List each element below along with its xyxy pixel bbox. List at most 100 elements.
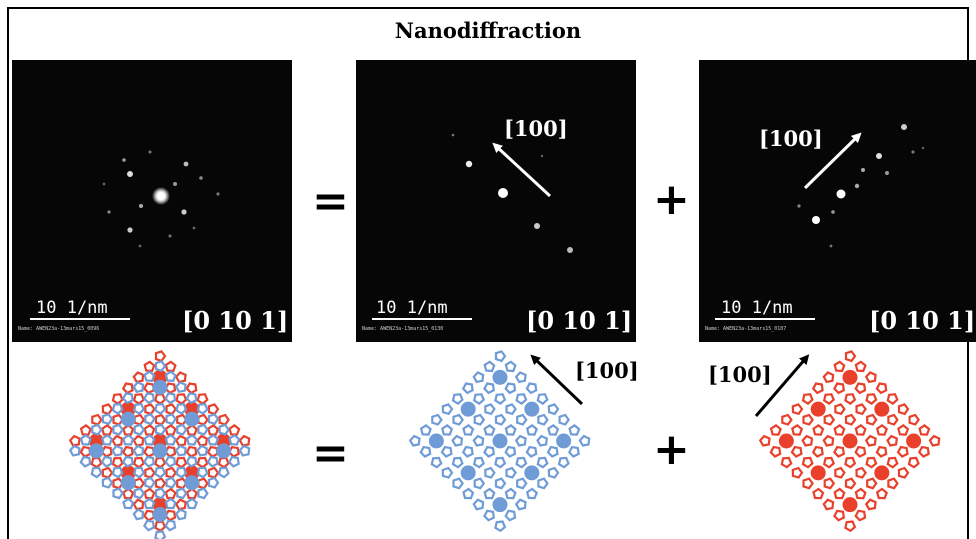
diffraction-spot: [885, 171, 889, 175]
atom-ring: [823, 413, 836, 426]
atom-site: [88, 443, 104, 459]
atom-ring: [101, 413, 114, 426]
atom-ring: [122, 433, 135, 446]
atom-ring: [154, 413, 167, 426]
atom-ring: [164, 433, 177, 446]
atom-ring: [112, 477, 124, 490]
atom-site: [842, 497, 858, 513]
atom-ring: [154, 466, 167, 479]
atom-ring: [121, 392, 134, 405]
atom-ring: [834, 466, 846, 479]
atom-ring: [122, 424, 135, 436]
diffraction-spot: [139, 204, 143, 208]
atom-ring: [483, 424, 496, 436]
atom-site: [492, 369, 508, 385]
atom-ring: [802, 477, 814, 490]
atom-ring: [928, 434, 941, 447]
atom-ring: [484, 466, 496, 479]
atom-ring: [897, 424, 910, 436]
atom-ring: [174, 444, 187, 457]
atom-ring: [90, 456, 103, 469]
atom-ring: [218, 423, 230, 436]
image-file-name: Name: AWEN23a-13mars15_0130: [362, 326, 444, 332]
atom-site: [842, 433, 858, 449]
atom-ring: [143, 370, 156, 383]
atom-ring: [217, 456, 230, 469]
atom-ring: [164, 519, 177, 532]
atom-ring: [525, 382, 538, 395]
atom-site: [524, 465, 540, 481]
atom-ring: [896, 445, 909, 458]
atom-ring: [812, 487, 825, 500]
atom-ring: [143, 424, 156, 436]
atom-ring: [218, 413, 230, 426]
atom-ring: [833, 424, 846, 436]
diffraction-pattern-variant-blue: [451, 133, 573, 253]
zone-axis-label: [0 10 1]: [869, 306, 976, 335]
diffraction-pattern-variant-red: [797, 124, 925, 248]
atom-ring: [207, 403, 220, 416]
atom-ring: [494, 477, 507, 490]
atom-ring: [473, 413, 486, 426]
atom-ring: [484, 403, 496, 416]
atom-ring: [111, 456, 124, 469]
atom-ring: [164, 370, 177, 383]
atom-ring: [143, 509, 155, 522]
atom-ring: [197, 487, 209, 500]
central-beam-spot: [836, 189, 846, 199]
diffraction-spot: [465, 160, 473, 168]
atom-ring: [144, 466, 156, 479]
atom-ring: [133, 423, 146, 436]
atom-ring: [111, 403, 124, 415]
atom-site: [524, 401, 540, 417]
scale-bar: [715, 318, 815, 320]
atom-ring: [176, 423, 188, 436]
atom-ring: [132, 403, 146, 415]
atom-ring: [833, 360, 846, 373]
atom-ring: [833, 509, 845, 522]
atom-ring: [769, 424, 782, 436]
atom-site: [874, 465, 890, 481]
real-space-lattice-red: [758, 350, 941, 533]
atom-ring: [196, 456, 209, 469]
direction-arrow-red: [754, 354, 810, 417]
atom-ring: [854, 487, 867, 500]
atom-ring: [121, 445, 134, 458]
atom-ring: [833, 487, 846, 500]
atom-ring: [823, 477, 836, 490]
atom-site: [216, 443, 232, 459]
central-beam-spot: [498, 188, 508, 198]
diffraction-spot: [183, 161, 189, 167]
atom-ring: [886, 393, 899, 405]
atom-ring: [132, 434, 145, 447]
atom-ring: [100, 445, 113, 458]
atom-ring: [164, 424, 177, 436]
atom-ring: [801, 393, 814, 405]
diffraction-spot: [451, 133, 455, 137]
atom-ring: [791, 424, 804, 436]
diffraction-spot: [181, 209, 187, 215]
atom-ring: [505, 466, 517, 479]
atom-site: [906, 433, 922, 449]
diffraction-spot: [901, 124, 907, 130]
atom-ring: [483, 487, 496, 500]
atom-ring: [111, 434, 124, 447]
atom-ring: [536, 456, 549, 469]
atom-ring: [525, 445, 538, 458]
atom-ring: [132, 444, 145, 457]
atom-ring: [79, 445, 92, 458]
atom-ring: [886, 434, 898, 447]
atom-ring: [144, 476, 156, 489]
real-space-lattice-blue: [408, 350, 591, 533]
plus-sign-top: +: [653, 174, 690, 225]
diffraction-spot: [168, 234, 172, 238]
atom-ring: [844, 520, 857, 533]
atom-ring: [451, 434, 464, 447]
atom-ring: [578, 434, 591, 447]
atom-ring: [505, 403, 517, 416]
atom-ring: [143, 382, 155, 395]
atom-ring: [811, 382, 824, 395]
atom-ring: [176, 413, 188, 426]
atom-ring: [132, 371, 145, 384]
atom-ring: [462, 424, 475, 436]
